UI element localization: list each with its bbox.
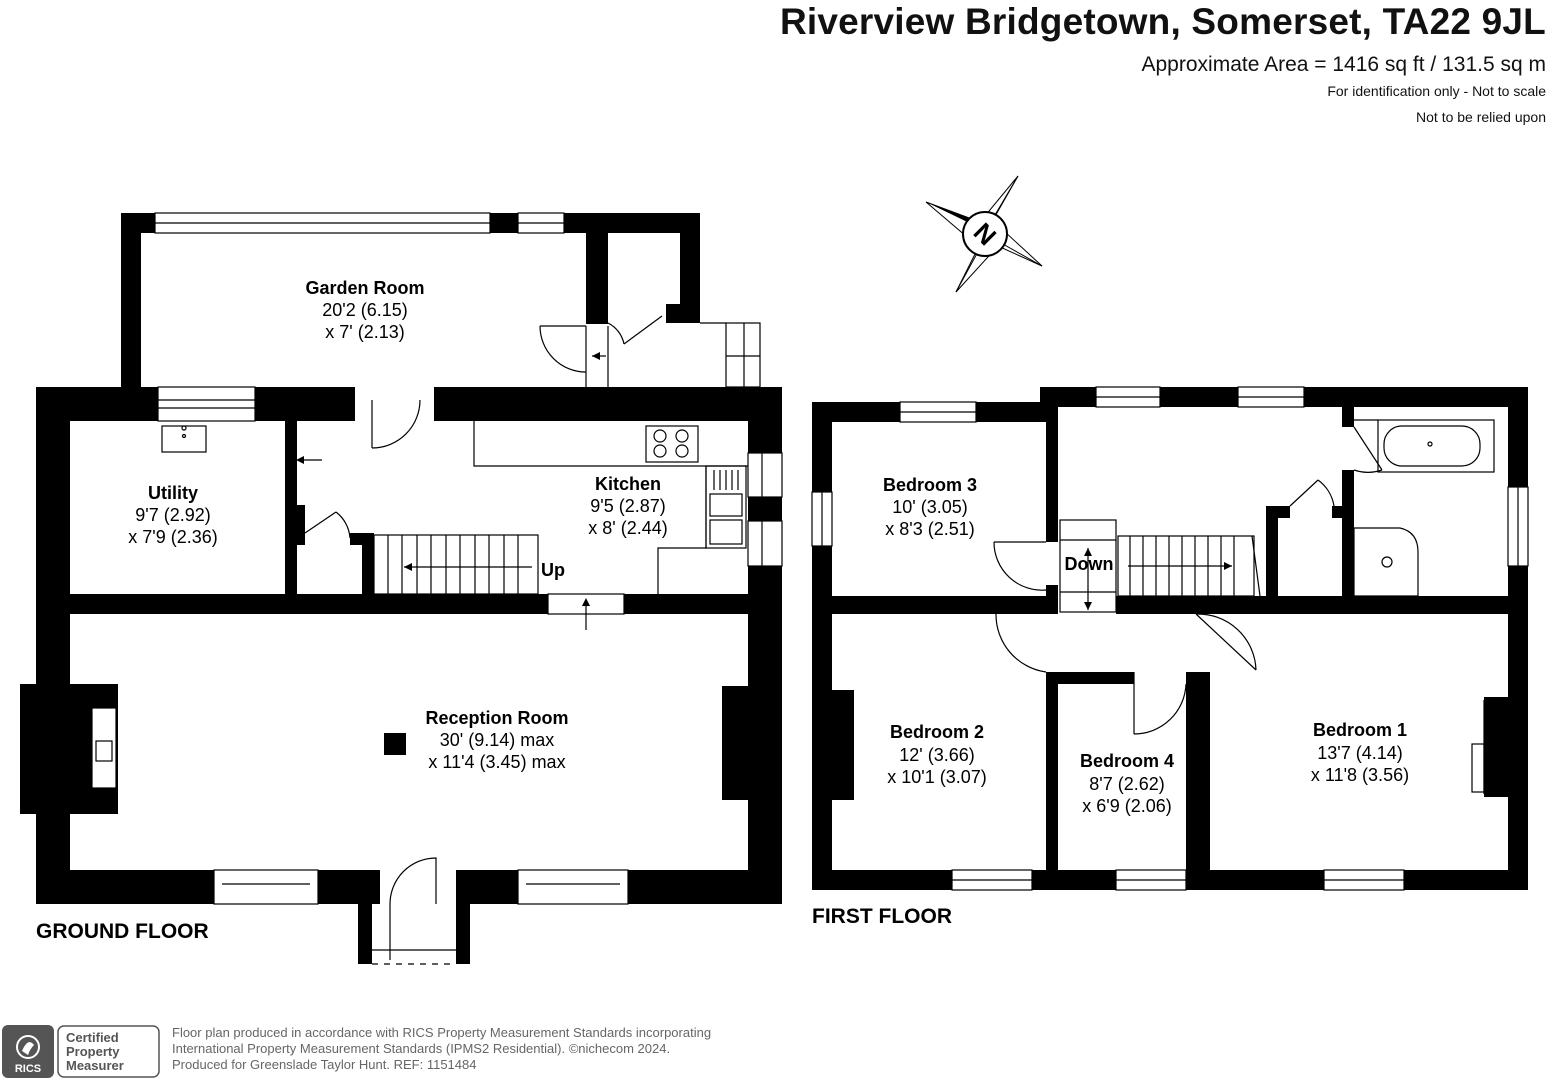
ground-floor-labels: Garden Room 20'2 (6.15) x 7' (2.13) Util… xyxy=(36,278,668,943)
rics-line1: Certified xyxy=(66,1030,119,1045)
stairs-up-label: Up xyxy=(541,560,565,580)
ground-floor-label: GROUND FLOOR xyxy=(36,920,209,943)
bedroom-3-dim1: 10' (3.05) xyxy=(892,497,967,517)
bedroom-2-dim2: x 10'1 (3.07) xyxy=(887,767,987,787)
north-compass-icon: N xyxy=(925,175,1043,293)
disclaimer-reliance: Not to be relied upon xyxy=(1416,109,1546,125)
first-floor-labels: Bedroom 3 10' (3.05) x 8'3 (2.51) Bedroo… xyxy=(812,475,1409,928)
reception-room-name: Reception Room xyxy=(425,708,568,728)
bedroom-1-dim1: 13'7 (4.14) xyxy=(1317,743,1403,763)
bedroom-1-name: Bedroom 1 xyxy=(1313,720,1407,740)
kitchen-dim2: x 8' (2.44) xyxy=(588,518,667,538)
garden-room-name: Garden Room xyxy=(305,278,424,298)
property-address: Riverview Bridgetown, Somerset, TA22 9JL xyxy=(779,1,1546,42)
bedroom-4-dim1: 8'7 (2.62) xyxy=(1089,774,1164,794)
approximate-area: Approximate Area = 1416 sq ft / 131.5 sq… xyxy=(1141,53,1547,76)
reception-room-dim1: 30' (9.14) max xyxy=(440,730,555,750)
first-floor-label: FIRST FLOOR xyxy=(812,905,952,928)
bedroom-3-dim2: x 8'3 (2.51) xyxy=(885,519,974,539)
reception-room-dim2: x 11'4 (3.45) max xyxy=(428,752,565,772)
rics-line2: Property xyxy=(66,1044,120,1059)
bedroom-3-name: Bedroom 3 xyxy=(883,475,977,495)
first-floor-walls xyxy=(812,387,1528,890)
rics-line3: Measurer xyxy=(66,1058,124,1073)
footer-line-2: International Property Measurement Stand… xyxy=(172,1041,671,1056)
kitchen-dim1: 9'5 (2.87) xyxy=(590,496,665,516)
stairs-down-label: Down xyxy=(1065,554,1114,574)
kitchen-name: Kitchen xyxy=(595,474,661,494)
utility-dim1: 9'7 (2.92) xyxy=(135,505,210,525)
disclaimer-scale: For identification only - Not to scale xyxy=(1327,83,1546,99)
bedroom-4-dim2: x 6'9 (2.06) xyxy=(1082,796,1171,816)
garden-room-dim2: x 7' (2.13) xyxy=(325,322,404,342)
footer-disclaimer: Floor plan produced in accordance with R… xyxy=(172,1025,711,1073)
bedroom-4-name: Bedroom 4 xyxy=(1080,751,1174,771)
bedroom-2-name: Bedroom 2 xyxy=(890,722,984,742)
rics-brand: RICS xyxy=(15,1063,41,1075)
doors-and-fixtures xyxy=(91,315,1495,965)
rics-certified-badge: RICS Certified Property Measurer xyxy=(2,1025,160,1078)
first-windows xyxy=(811,386,1529,891)
ground-windows xyxy=(154,212,783,905)
bedroom-1-dim2: x 11'8 (3.56) xyxy=(1311,765,1409,785)
garden-room-dim1: 20'2 (6.15) xyxy=(322,300,408,320)
bedroom-2-dim1: 12' (3.66) xyxy=(899,745,974,765)
ground-floor-walls xyxy=(20,213,782,964)
utility-name: Utility xyxy=(148,483,198,503)
header: Riverview Bridgetown, Somerset, TA22 9JL… xyxy=(780,0,1546,131)
floor-plan: N Garden Room 20'2 (6.15) x 7' (2.13) Ut… xyxy=(20,175,1529,965)
arrows xyxy=(296,352,1232,610)
footer-line-1: Floor plan produced in accordance with R… xyxy=(172,1025,712,1040)
utility-dim2: x 7'9 (2.36) xyxy=(128,527,217,547)
footer-line-3: Produced for Greenslade Taylor Hunt. REF… xyxy=(172,1057,477,1072)
